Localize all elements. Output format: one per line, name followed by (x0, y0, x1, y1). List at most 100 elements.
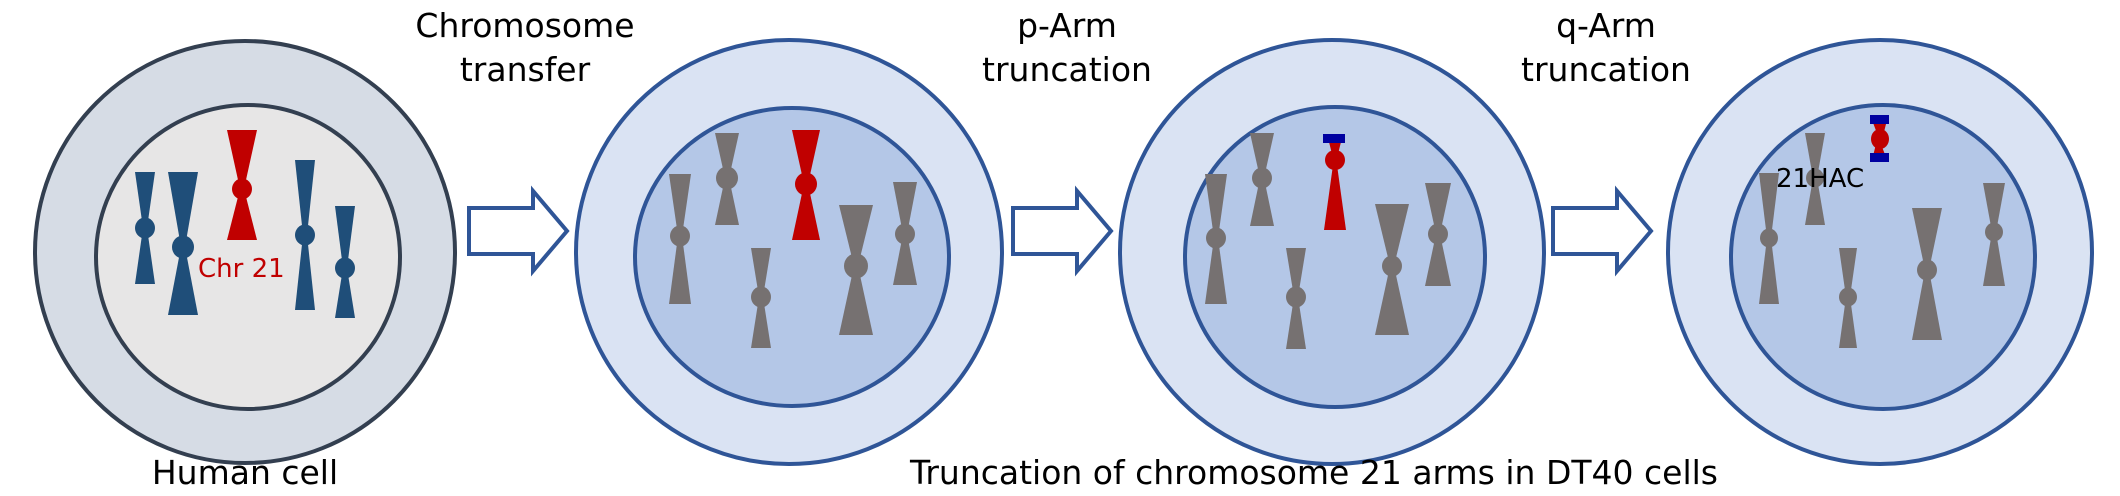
centromere (1839, 287, 1857, 307)
host-chromosome (1912, 208, 1942, 340)
host-chromosome (1205, 174, 1227, 304)
chromosome-p-arm (168, 172, 198, 247)
centromere (844, 253, 868, 279)
chromosome-p-arm (1805, 133, 1825, 178)
chromosome-p-arm (792, 130, 820, 184)
chromosome-q-arm (1839, 297, 1857, 348)
dt40-cell-p-truncated (1118, 38, 1546, 466)
step-label-p-arm-truncation: p-Arm truncation (982, 4, 1152, 92)
caption-dt40-truncation: Truncation of chromosome 21 arms in DT40… (910, 453, 1718, 492)
host-chromosome (1286, 248, 1306, 349)
centromere (1382, 255, 1402, 277)
chromosome-p-arm (1839, 248, 1857, 297)
telomere-cap (1323, 134, 1345, 143)
chromosome-p-arm (1425, 183, 1451, 234)
host-chromosome (1375, 204, 1409, 335)
chromosome-q-arm (893, 234, 917, 285)
chromosome-q-arm (715, 178, 739, 225)
step-label-q-arm-truncation: q-Arm truncation (1521, 4, 1691, 92)
chromosome-q-arm (1250, 178, 1274, 226)
p-arm-truncation-arrow (1011, 185, 1114, 277)
host-chromosome (893, 182, 917, 285)
chromosome-q-arm (135, 228, 155, 284)
chromosome-p-arm (135, 172, 155, 228)
step-label-line1: Chromosome (415, 6, 635, 45)
chromosome-p-arm (1759, 173, 1779, 238)
host-chromosome (1425, 183, 1451, 286)
host-chromosome (1250, 133, 1274, 226)
centromere (670, 225, 690, 247)
centromere (1760, 228, 1778, 248)
human-chromosome (335, 206, 355, 318)
chromosome-p-arm (1250, 133, 1274, 178)
host-chromosome (669, 174, 691, 304)
chromosome-p-arm (1983, 183, 2005, 232)
host-chromosome (751, 248, 771, 348)
telomere-cap (1870, 153, 1889, 162)
centromere (1325, 150, 1345, 170)
chromosome-p-arm (839, 205, 873, 266)
chromosome-p-arm (295, 160, 315, 235)
chromosome-q-arm (1205, 238, 1227, 304)
human-chromosome (168, 172, 198, 315)
transfer-arrow (467, 185, 570, 277)
centromere (1806, 168, 1824, 188)
chromosome-q-arm (335, 268, 355, 318)
centromere (335, 257, 355, 279)
centromere (295, 224, 315, 246)
caption-human-cell: Human cell (151, 453, 339, 492)
hac-chromosome (1870, 115, 1889, 162)
chromosome-q-arm (1759, 238, 1779, 304)
centromere (1428, 223, 1448, 245)
chromosome-q-arm (839, 266, 873, 335)
centromere (172, 235, 194, 259)
dt40-cell-21hac (1666, 38, 2094, 466)
chromosome-p-arm (751, 248, 771, 297)
chr21-label: Chr 21 (198, 254, 285, 284)
chromosome-p-arm (669, 174, 691, 236)
chromosome-21 (227, 130, 257, 240)
chromosome-q-arm (1324, 165, 1346, 230)
truncated-chromosome-21 (1323, 134, 1346, 230)
chromosome-p-arm (1286, 248, 1306, 297)
chromosome-q-arm (168, 247, 198, 315)
host-chromosome (1839, 248, 1857, 348)
centromere (1985, 222, 2003, 242)
chromosome-q-arm (1805, 178, 1825, 225)
chromosome-p-arm (1912, 208, 1942, 270)
chromosome-q-arm (1375, 266, 1409, 335)
human-cell (33, 39, 457, 465)
chromosome-q-arm (792, 184, 820, 240)
chromosome-q-arm (295, 235, 315, 310)
host-chromosome (839, 205, 873, 335)
centromere (751, 286, 771, 308)
step-label-line1: p-Arm (1017, 6, 1117, 45)
human-chromosome (135, 172, 155, 284)
dt40-cell-chr21 (574, 38, 1004, 466)
chromosome-q-arm (1983, 232, 2005, 286)
centromere (795, 172, 817, 196)
centromere (716, 166, 738, 190)
chromosome-p-arm (227, 130, 257, 189)
centromere (895, 223, 915, 245)
step-label-line2: truncation (982, 50, 1152, 89)
centromere (1252, 167, 1272, 189)
host-chromosome (715, 133, 739, 225)
chromosome-p-arm (715, 133, 739, 178)
chromosome-p-arm (1205, 174, 1227, 238)
chromosome-q-arm (227, 189, 257, 240)
21hac-label: 21HAC (1776, 164, 1865, 194)
chromosome-p-arm (335, 206, 355, 268)
step-label-line1: q-Arm (1556, 6, 1656, 45)
chromosome-q-arm (751, 297, 771, 348)
host-chromosome (1759, 173, 1779, 304)
chromosome-q-arm (1425, 234, 1451, 286)
telomere-cap (1870, 115, 1889, 124)
centromere (1871, 129, 1889, 149)
chromosome-q-arm (669, 236, 691, 304)
centromere (1206, 227, 1226, 249)
human-chromosome (295, 160, 315, 310)
step-label-line2: truncation (1521, 50, 1691, 89)
